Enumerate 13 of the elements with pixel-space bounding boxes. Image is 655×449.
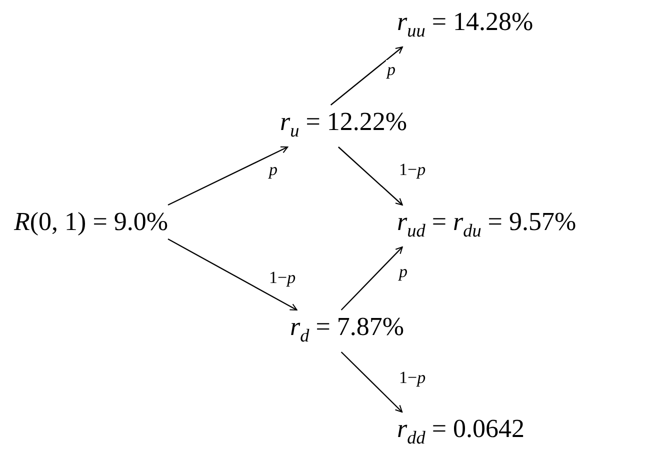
arrow — [330, 46, 403, 106]
rate-value: r$_{ud}$ = r$_{du}$ = 9.57% — [397, 205, 576, 248]
rate-value: R(0, 1) = 9.0% — [14, 205, 168, 239]
arrow — [168, 146, 288, 206]
rate-value: r$_{u}$ = 12.22% — [280, 105, 408, 148]
edge-label: p — [386, 60, 396, 80]
arrow — [340, 352, 403, 413]
arrow — [168, 238, 298, 311]
rate-value: r$_{d}$ = 7.87% — [290, 310, 404, 352]
arrow — [338, 146, 403, 206]
arrow — [340, 246, 403, 310]
rate-value: r$_{dd}$ = 0.0642 — [397, 412, 524, 449]
rate-value: r$_{uu}$ = 14.28% — [397, 5, 534, 48]
